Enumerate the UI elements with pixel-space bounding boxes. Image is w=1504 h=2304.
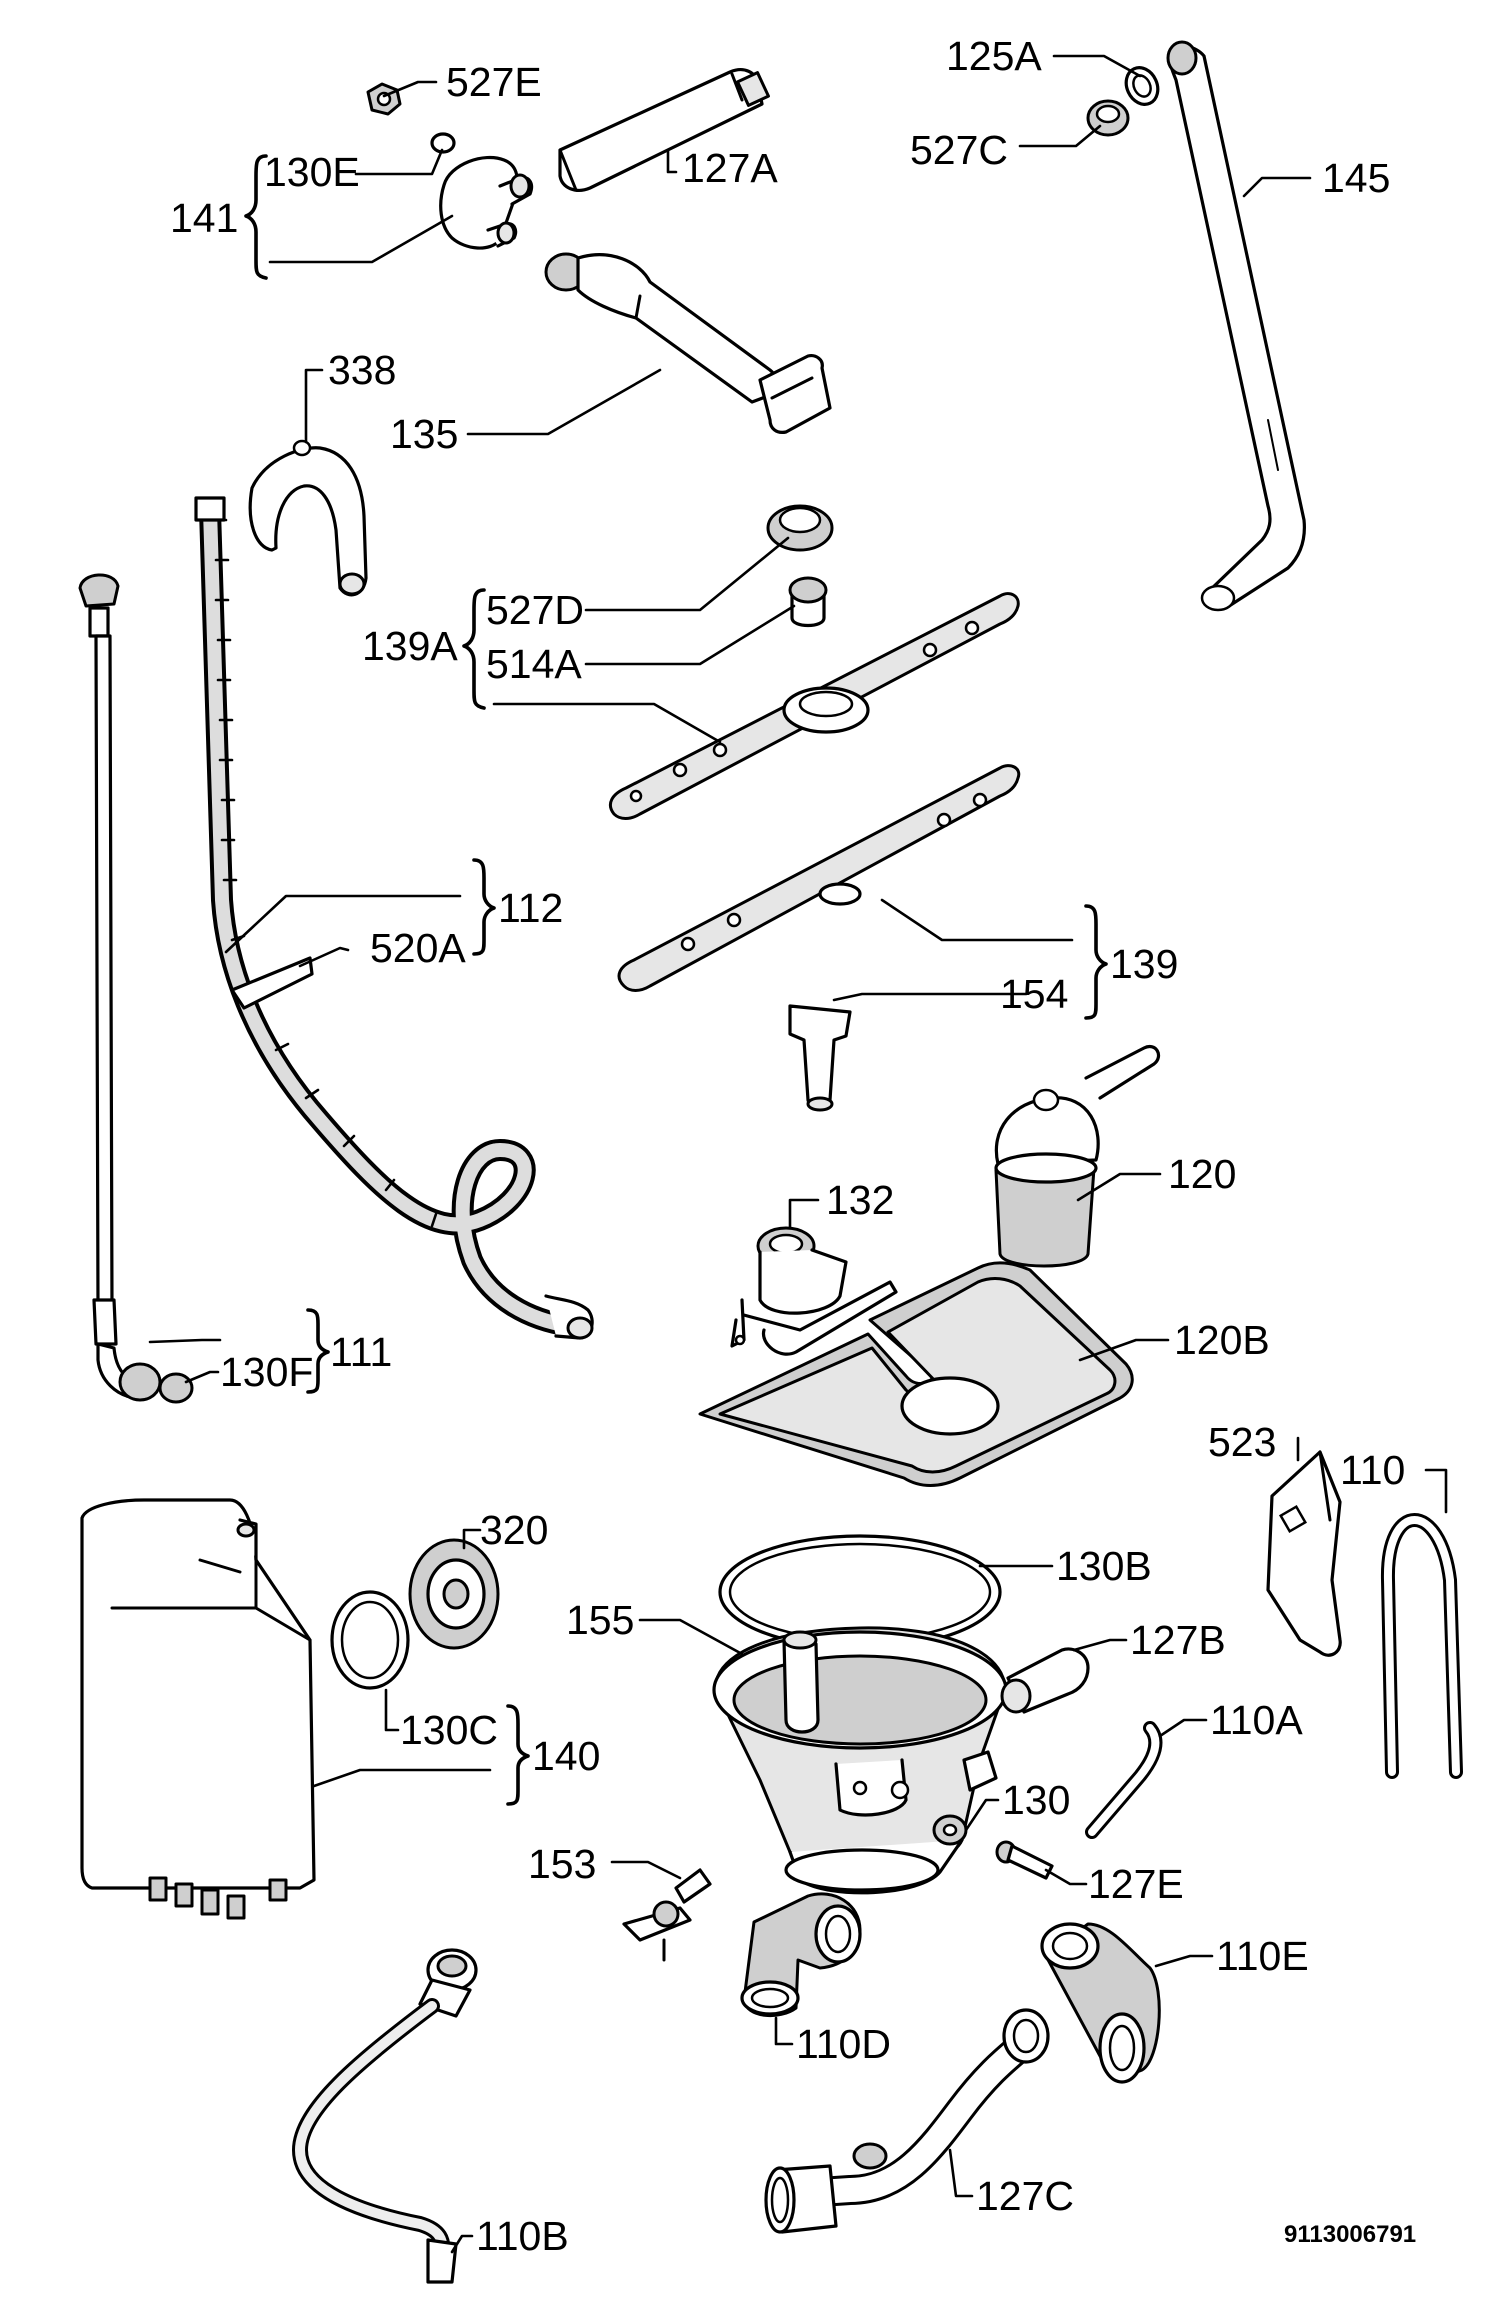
part-154-connector <box>788 1004 852 1112</box>
part-523-bracket <box>1266 1450 1342 1657</box>
label-130C: 130C <box>400 1707 498 1753</box>
label-110B: 110B <box>476 2213 569 2259</box>
label-139: 139 <box>1110 941 1178 987</box>
label-120B: 120B <box>1174 1317 1270 1363</box>
document-number: 9113006791 <box>1284 2221 1416 2248</box>
label-527D: 527D <box>486 587 584 633</box>
label-139A: 139A <box>362 623 458 669</box>
label-110A: 110A <box>1210 1697 1303 1743</box>
part-527D-cap <box>766 504 834 552</box>
part-139-lower-spray-arm <box>617 764 1021 992</box>
part-120-filter <box>994 1045 1160 1268</box>
label-130: 130 <box>1002 1777 1070 1823</box>
label-155: 155 <box>566 1597 634 1643</box>
part-338-clip <box>248 439 368 597</box>
part-110D-elbow <box>740 1892 862 2018</box>
label-112: 112 <box>498 885 563 931</box>
label-120: 120 <box>1168 1151 1236 1197</box>
part-514A-connector <box>788 576 828 628</box>
label-127A: 127A <box>682 145 778 191</box>
label-320: 320 <box>480 1507 548 1553</box>
part-135-supply-tube <box>544 252 832 434</box>
label-140: 140 <box>532 1733 600 1779</box>
part-140-box <box>80 1498 316 1920</box>
part-139A-upper-spray-arm <box>609 592 1020 820</box>
label-127C: 127C <box>976 2173 1074 2219</box>
part-320-lid <box>408 1538 500 1650</box>
part-132-chamber <box>730 1226 898 1356</box>
part-155-sump <box>712 1626 1008 1895</box>
label-523: 523 <box>1208 1419 1276 1465</box>
part-110E-elbow <box>1040 1922 1161 2084</box>
part-112-drain-hose <box>194 496 594 1340</box>
label-153: 153 <box>528 1841 596 1887</box>
part-110-u-hose <box>1380 1513 1463 1779</box>
part-130C-ring <box>330 1590 410 1690</box>
part-127B-sleeve <box>1000 1647 1090 1714</box>
part-125A-ring <box>1124 66 1160 106</box>
label-154: 154 <box>1000 971 1068 1017</box>
part-111-inlet-hose <box>78 573 194 1404</box>
label-110D: 110D <box>796 2021 891 2067</box>
part-141-spray-head <box>439 155 534 250</box>
part-120B-filter-plate <box>698 1261 1134 1487</box>
label-141: 141 <box>170 195 238 241</box>
label-127E: 127E <box>1088 1861 1184 1907</box>
part-127E-screw <box>995 1840 1054 1880</box>
part-127C-drain-bend <box>764 2008 1050 2234</box>
label-130B: 130B <box>1056 1543 1152 1589</box>
label-520A: 520A <box>370 925 466 971</box>
label-338: 338 <box>328 347 396 393</box>
label-110: 110 <box>1340 1447 1405 1493</box>
label-527E: 527E <box>446 59 542 105</box>
label-130E: 130E <box>264 149 360 195</box>
label-125A: 125A <box>946 33 1042 79</box>
part-527E-nut <box>366 82 402 116</box>
part-153-valve <box>622 1868 712 1962</box>
part-127A-duct <box>558 68 770 192</box>
label-145: 145 <box>1322 155 1390 201</box>
label-514A: 514A <box>486 641 582 687</box>
leader-lines <box>148 54 1448 2254</box>
part-145-long-tube <box>1166 40 1306 612</box>
label-135: 135 <box>390 411 458 457</box>
label-130F: 130F <box>220 1349 313 1395</box>
label-110E: 110E <box>1216 1933 1309 1979</box>
callout-labels: 527E 130E 141 127A 125A 527C 145 338 135… <box>170 33 1416 2259</box>
part-110B-hose <box>292 1948 478 2284</box>
label-527C: 527C <box>910 127 1008 173</box>
part-130E-oring <box>430 132 456 154</box>
label-132: 132 <box>826 1177 894 1223</box>
label-127B: 127B <box>1130 1617 1226 1663</box>
label-111: 111 <box>330 1329 392 1375</box>
